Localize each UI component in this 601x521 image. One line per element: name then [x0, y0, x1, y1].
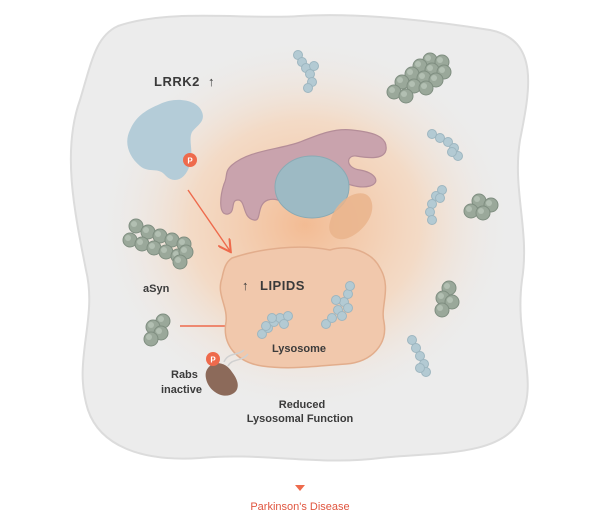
rabs-protein-shape	[205, 363, 238, 396]
phospho-badge-icon: P	[183, 153, 197, 167]
asyn-label: aSyn	[143, 283, 170, 295]
rabs-inactive-label: inactive	[161, 384, 202, 396]
outcome-label: Parkinson's Disease	[250, 501, 349, 513]
reduced-label-line1: Reduced	[279, 399, 325, 411]
perinuclear-glow	[95, 35, 515, 415]
cell-organelle-blob	[329, 193, 373, 240]
rabs-tail	[223, 349, 245, 363]
phospho-badge-label: P	[187, 157, 193, 166]
phospho-badge-icon: P	[206, 352, 220, 366]
arrow-right-icon	[187, 189, 230, 251]
rabs-tail	[227, 353, 249, 367]
lipids-label: LIPIDS	[260, 278, 305, 293]
up-arrow-icon: ↑	[208, 74, 215, 89]
up-arrow-icon: ↑	[242, 278, 249, 293]
phospho-badge-label: P	[210, 356, 216, 365]
nucleus	[274, 155, 350, 219]
rabs-label: Rabs	[171, 369, 198, 381]
lysosome-label: Lysosome	[272, 343, 326, 355]
lrrk2-label: LRRK2	[154, 74, 200, 89]
triangle-down-icon	[295, 485, 305, 491]
reduced-label-line2: Lysosomal Function	[247, 413, 354, 425]
